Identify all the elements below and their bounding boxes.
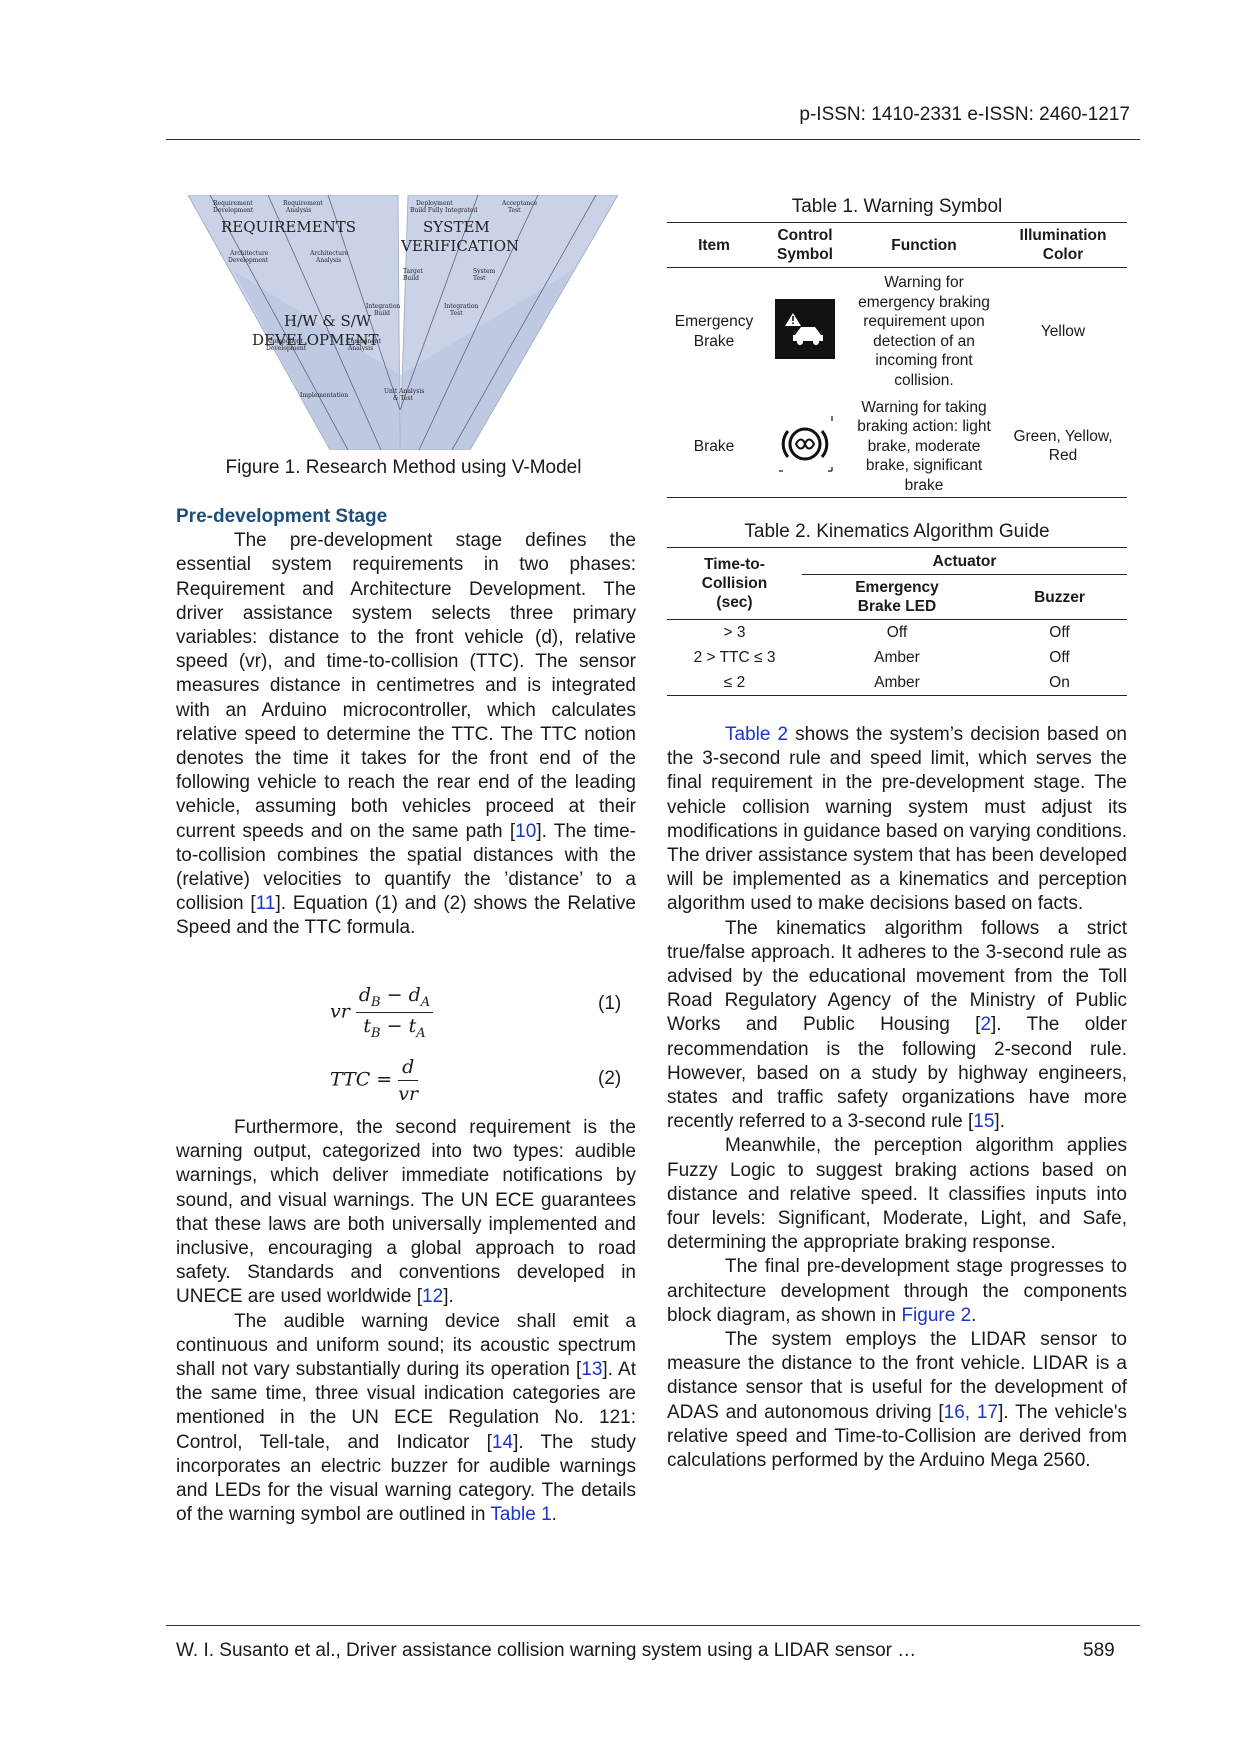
section-title: Pre-development Stage <box>176 506 388 527</box>
paragraph-text: The final pre-development stage progress… <box>667 1256 1127 1326</box>
paragraph: Furthermore, the second requirement is t… <box>176 1116 636 1310</box>
figure-1-caption: Figure 1. Research Method using V-Model <box>225 457 582 478</box>
paragraph: The pre-development stage defines the es… <box>176 529 636 940</box>
paragraph-text: . <box>971 1304 977 1326</box>
paragraph-text: The pre-development stage defines the es… <box>176 530 636 842</box>
paragraph-text: Furthermore, the second requirement is t… <box>176 1117 636 1308</box>
table-row: ≤ 2 Amber On <box>667 670 1127 696</box>
equation-2-label: (2) <box>598 1068 622 1089</box>
paragraph-text: Meanwhile, the perception algorithm appl… <box>667 1135 1127 1254</box>
page-number: 589 <box>1083 1640 1115 1661</box>
citation-link[interactable]: 13 <box>581 1359 603 1381</box>
th-actuator: Actuator <box>802 547 1127 575</box>
citation-link[interactable]: Table 1 <box>490 1504 552 1526</box>
citation-link[interactable]: 14 <box>491 1431 514 1453</box>
paragraph-text: ]. <box>994 1111 1005 1133</box>
footer-text: W. I. Susanto et al., Driver assistance … <box>176 1640 917 1661</box>
label-impl: Implementation <box>300 392 348 399</box>
paragraph-text: The system employs the LIDAR sensor to m… <box>667 1329 1127 1423</box>
big-hw-sw: H/W & S/W <box>284 312 372 330</box>
th-color: Illumination Color <box>999 222 1127 268</box>
paragraph-text: ]. <box>443 1286 454 1308</box>
table-row: Emergency Brake Warning for emergency br… <box>667 268 1127 396</box>
table-header-row: Item Control Symbol Function Illuminatio… <box>667 222 1127 268</box>
th-buzzer: Buzzer <box>992 574 1127 620</box>
table-2-caption: Table 2. Kinematics Algorithm Guide <box>744 521 1050 542</box>
equation-2: TTC = d vr <box>330 1056 419 1105</box>
paragraph-text: shows the system’s decision based on the… <box>667 724 1127 915</box>
th-symbol: Control Symbol <box>761 222 849 268</box>
eq1-numerator: dB − dA <box>355 984 434 1013</box>
table-header-row: Emergency Brake LED Buzzer <box>667 574 1127 620</box>
th-led: Emergency Brake LED <box>802 574 992 620</box>
paragraph: The audible warning device shall emit a … <box>176 1310 636 1528</box>
paragraph-text: . <box>551 1504 557 1526</box>
citation-link[interactable]: Figure 2 <box>901 1304 972 1326</box>
collision-warning-icon <box>761 268 849 396</box>
big-development: DEVELOPMENT <box>252 331 379 349</box>
table-row: > 3 Off Off <box>723 623 1070 641</box>
th-item: Item <box>667 222 761 268</box>
label-unit: Unit Analysis& Test <box>384 388 424 402</box>
paragraph-text: ]. The time-to-collision combines the sp… <box>176 820 637 915</box>
right-column: Table 2 shows the system’s decision base… <box>667 723 1127 1473</box>
table-row: Brake Warning for taking braking action:… <box>667 395 1127 498</box>
paragraph-text: The kinematics algorithm follows a stric… <box>667 917 1127 1036</box>
brake-warning-icon <box>761 395 849 498</box>
citation-link[interactable]: 15 <box>973 1111 995 1133</box>
paragraph: The kinematics algorithm follows a stric… <box>667 917 1127 1135</box>
paragraph: The system employs the LIDAR sensor to m… <box>667 1328 1127 1473</box>
paragraph-text: ]. Equation (1) and (2) shows the Relati… <box>176 893 636 939</box>
paragraph: The final pre-development stage progress… <box>667 1255 1127 1328</box>
citation-link[interactable]: 11 <box>255 893 276 915</box>
paragraph-text: ]. At the same time, three visual indica… <box>176 1359 636 1453</box>
th-ttc: Time-to-Collision (sec) <box>667 547 802 620</box>
eq2-denominator: vr <box>398 1083 419 1105</box>
citation-link[interactable]: 12 <box>422 1286 444 1308</box>
eq1-denominator: tB − tA <box>363 1014 426 1041</box>
left-column-lower: Furthermore, the second requirement is t… <box>176 1116 636 1527</box>
paragraph-text: The audible warning device shall emit a … <box>176 1310 636 1381</box>
citation-link[interactable]: 10 <box>515 820 537 842</box>
table-header-row: Time-to-Collision (sec) Actuator <box>667 547 1127 620</box>
table-1-caption: Table 1. Warning Symbol <box>791 196 1003 217</box>
big-requirements: REQUIREMENTS <box>221 218 356 236</box>
paragraph-text: ]. The vehicle's relative speed and Time… <box>667 1401 1127 1472</box>
equation-1-label: (1) <box>598 993 622 1014</box>
issn-line: p-ISSN: 1410-2331 e-ISSN: 2460-1217 <box>799 104 1130 125</box>
left-column: Pre-development Stage The pre-developmen… <box>176 505 636 941</box>
big-verification: VERIFICATION <box>400 237 519 255</box>
th-function: Function <box>849 222 999 268</box>
table-1: Item Control Symbol Function Illuminatio… <box>667 222 1127 498</box>
eq2-numerator: d <box>398 1056 419 1081</box>
paragraph-text: ]. The older recommendation is the follo… <box>667 1014 1127 1133</box>
paragraph: Table 2 shows the system’s decision base… <box>667 723 1127 917</box>
big-system: SYSTEM <box>423 218 490 236</box>
paragraph-text: ]. The study incorporates an electric bu… <box>176 1431 636 1526</box>
citation-link[interactable]: 2 <box>980 1014 992 1036</box>
table-row: 2 > TTC ≤ 3 Amber Off <box>693 648 1070 666</box>
citation-link[interactable]: Table 2 <box>725 724 789 745</box>
equation-1: vr dB − dA tB − tA <box>330 984 434 1041</box>
header-rule <box>166 139 1140 140</box>
table-2: Time-to-Collision (sec) Actuator Emergen… <box>667 547 1127 696</box>
paragraph: Meanwhile, the perception algorithm appl… <box>667 1134 1127 1255</box>
footer-rule <box>166 1625 1140 1626</box>
citation-link[interactable]: 16, 17 <box>943 1401 999 1423</box>
